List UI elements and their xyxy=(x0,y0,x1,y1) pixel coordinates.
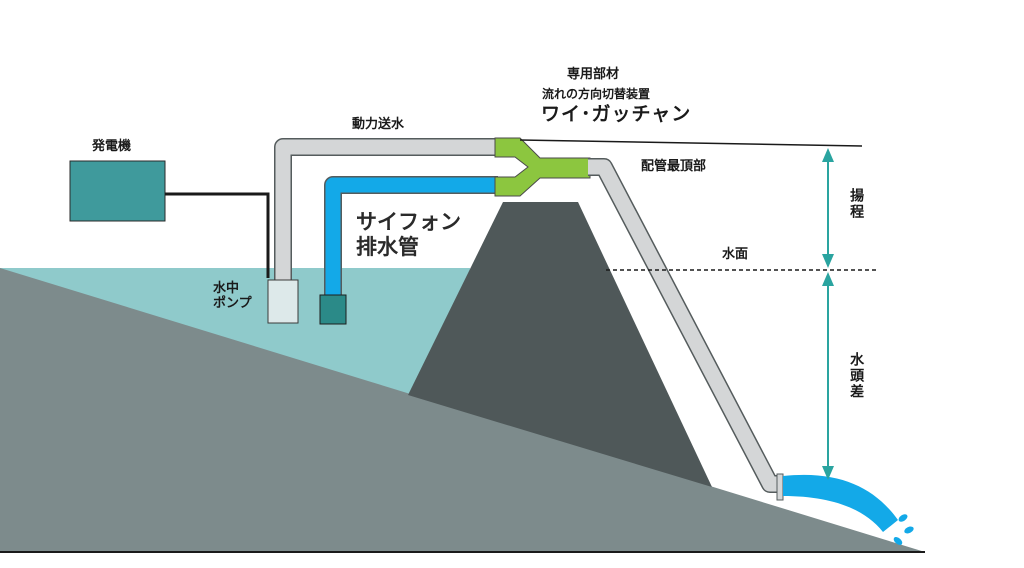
pump-label-line1: 水中 xyxy=(213,281,240,296)
pump-label: 水中 ポンプ xyxy=(213,281,252,312)
special-part-label: 専用部材 xyxy=(567,67,620,82)
generator-label: 発電機 xyxy=(92,139,132,154)
siphon-label-line2: 排水管 xyxy=(356,235,419,260)
power-water-pipe-fill xyxy=(275,139,498,280)
siphon-pipe-fill xyxy=(325,177,498,296)
pipe-top-label: 配管最頂部 xyxy=(641,159,707,174)
water-drop xyxy=(904,526,914,534)
water-surface-label: 水面 xyxy=(722,247,749,262)
flow-switch-label: 流れの方向切替装置 xyxy=(542,87,651,101)
y-fitting xyxy=(494,137,591,197)
pump-label-line2: ポンプ xyxy=(213,295,252,311)
siphon-pump xyxy=(319,294,347,325)
water-drop xyxy=(893,537,903,545)
outlet-flange xyxy=(776,473,784,501)
submersible-pump xyxy=(267,279,299,324)
head-label: 水頭差 xyxy=(848,352,865,400)
power-water-label: 動力送水 xyxy=(352,117,405,132)
pipe-top-line xyxy=(519,139,863,147)
water-drop xyxy=(898,514,908,522)
generator xyxy=(69,160,166,222)
lift-arrowhead-top xyxy=(822,148,834,162)
lift-label: 揚程 xyxy=(848,188,865,220)
drain-pipe-fill xyxy=(588,159,780,492)
head-arrowhead-bottom xyxy=(822,466,834,480)
outflow-water xyxy=(783,474,898,532)
dam xyxy=(408,202,712,487)
head-arrowhead-top xyxy=(822,272,834,286)
y-gatchan-label: ワイ･ガッチャン xyxy=(541,103,692,125)
siphon-label-line1: サイフォン xyxy=(356,210,461,234)
generator-cable xyxy=(165,192,270,278)
lift-arrowhead-bottom xyxy=(822,254,834,268)
siphon-pipe-label: サイフォン 排水管 xyxy=(356,210,461,260)
